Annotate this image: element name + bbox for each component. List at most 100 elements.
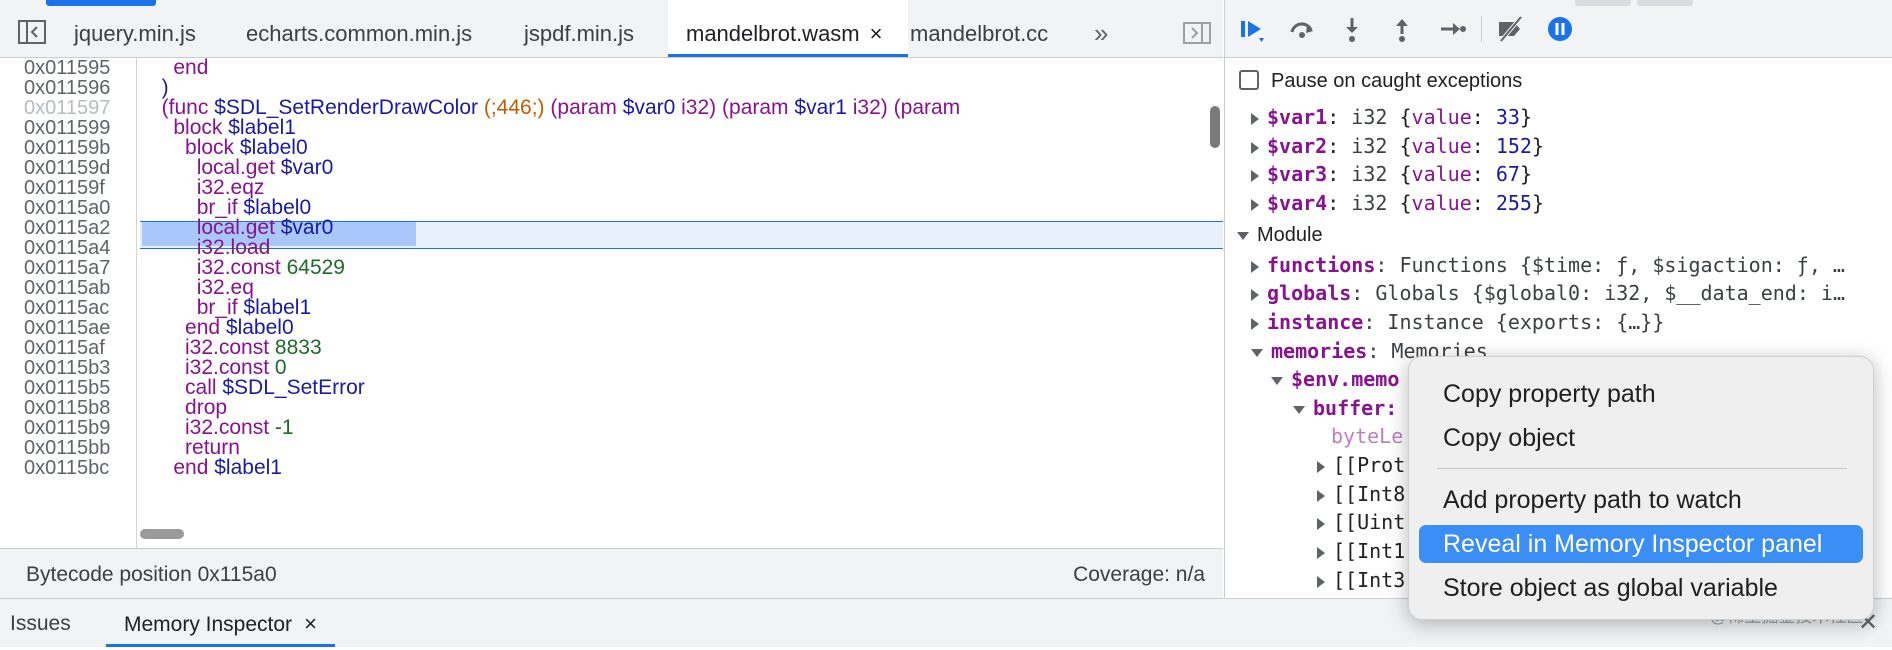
expand-icon[interactable] [1251,198,1259,211]
code-line: i32.const 0 [185,356,287,379]
line-address[interactable]: 0x0115a0 [24,197,111,219]
context-menu: Copy property path Copy object Add prope… [1408,356,1874,620]
more-tabs-icon[interactable]: » [1094,18,1109,48]
scope-var4[interactable]: $var4: i32 {value: 255} [1251,190,1544,216]
expand-icon[interactable] [1317,517,1325,530]
scope-module[interactable]: Module [1237,222,1323,248]
line-address[interactable]: 0x0115ab [24,277,111,299]
horizontal-scrollbar[interactable] [140,529,184,539]
pane-divider[interactable] [1224,0,1225,598]
expand-icon[interactable] [1317,460,1325,473]
menu-item-copy-property-path[interactable]: Copy property path [1443,380,1656,408]
code-line: block $label0 [185,136,308,159]
menu-item-copy-object[interactable]: Copy object [1443,424,1576,452]
menu-item-store-global-variable[interactable]: Store object as global variable [1443,574,1778,602]
scroll-indicator [46,0,156,6]
selection-highlight [142,222,416,246]
expand-icon[interactable] [1317,546,1325,559]
scope-instance[interactable]: instance: Instance {exports: {…}} [1251,309,1664,335]
menu-item-add-to-watch[interactable]: Add property path to watch [1443,486,1742,514]
toggle-debugger-icon[interactable] [1183,22,1211,44]
expand-icon[interactable] [1251,169,1259,182]
line-address[interactable]: 0x0115bc [24,457,110,479]
toggle-navigator-icon[interactable] [18,20,46,44]
line-address[interactable]: 0x011597 [24,97,111,119]
close-tab-icon[interactable]: × [304,611,317,636]
step-out-icon[interactable] [1387,14,1417,44]
expand-icon[interactable] [1251,141,1259,154]
deactivate-breakpoints-icon[interactable] [1495,14,1525,44]
line-address[interactable]: 0x01159b [24,137,111,159]
line-address[interactable]: 0x011596 [24,77,111,99]
editor-tab-bar: jquery.min.js echarts.common.min.js jspd… [0,0,1223,58]
expand-icon[interactable] [1251,288,1259,301]
code-line: ) [150,76,169,99]
line-address[interactable]: 0x0115ae [24,317,111,339]
tab-echarts[interactable]: echarts.common.min.js [246,0,472,57]
line-address[interactable]: 0x0115a2 [24,217,111,239]
scope-child[interactable]: [[Prot [1317,452,1405,478]
tab-label: Memory Inspector [124,613,293,636]
line-address[interactable]: 0x01159d [24,157,111,179]
menu-separator [1437,468,1847,469]
scope-var2[interactable]: $var2: i32 {value: 152} [1251,133,1544,159]
collapse-icon[interactable] [1237,231,1249,240]
line-address[interactable]: 0x0115a4 [24,237,111,259]
pause-on-exceptions-icon[interactable] [1545,14,1575,44]
scope-child[interactable]: [[Int3 [1317,567,1405,593]
expand-icon[interactable] [1317,575,1325,588]
pause-checkbox[interactable] [1239,70,1259,91]
pause-on-caught-exceptions[interactable]: Pause on caught exceptions [1239,68,1522,94]
scope-var1[interactable]: $var1: i32 {value: 33} [1251,104,1532,130]
vertical-scrollbar[interactable] [1210,106,1220,148]
step-into-icon[interactable] [1337,14,1367,44]
scope-child[interactable]: [[Int8 [1317,481,1405,507]
line-address[interactable]: 0x011599 [24,117,111,139]
step-icon[interactable] [1437,14,1467,44]
line-address[interactable]: 0x0115b5 [24,377,111,399]
scope-globals[interactable]: globals: Globals {$global0: i32, $__data… [1251,280,1845,306]
expand-icon[interactable] [1251,317,1259,330]
scope-var3[interactable]: $var3: i32 {value: 67} [1251,161,1532,187]
tab-jquery[interactable]: jquery.min.js [74,0,196,57]
code-line: return [185,436,240,459]
code-line: i32.eq [196,276,254,299]
tab-issues[interactable]: Issues [10,599,71,647]
scope-env-memory[interactable]: $env.memo [1271,366,1399,392]
step-over-icon[interactable] [1287,14,1317,44]
scope-functions[interactable]: functions: Functions {$time: ƒ, $sigacti… [1251,252,1845,278]
expand-icon[interactable] [1251,112,1259,125]
collapse-icon[interactable] [1251,348,1263,357]
line-address[interactable]: 0x0115bb [24,437,111,459]
collapse-icon[interactable] [1271,376,1283,385]
line-address[interactable]: 0x0115af [24,337,105,359]
menu-item-reveal-in-memory-inspector[interactable]: Reveal in Memory Inspector panel [1419,525,1863,563]
line-address[interactable]: 0x0115ac [24,297,110,319]
line-address[interactable]: 0x0115b9 [24,417,111,439]
line-address[interactable]: 0x0115a7 [24,257,111,279]
expand-icon[interactable] [1251,260,1259,273]
scope-child[interactable]: [[Int1 [1317,538,1405,564]
coverage-status[interactable]: Coverage: n/a [1073,563,1205,586]
line-address[interactable]: 0x0115b3 [24,357,111,379]
tab-label: mandelbrot.wasm [686,21,860,46]
tab-mandelbrot-wasm[interactable]: mandelbrot.wasm × [668,0,908,57]
tab-memory-inspector[interactable]: Memory Inspector × [106,599,335,647]
code-editor[interactable]: 0x011595 end 0x011596 ) 0x011597 (func $… [0,58,1223,548]
toolbar-separator [1481,16,1482,42]
line-address[interactable]: 0x011595 [24,58,111,79]
expand-icon[interactable] [1317,489,1325,502]
code-line: i32.load [196,236,271,259]
line-address[interactable]: 0x01159f [24,177,105,199]
close-tab-icon[interactable]: × [869,21,883,46]
scope-child[interactable]: [[Uint [1317,509,1405,535]
collapse-icon[interactable] [1293,405,1305,414]
tab-label: Issues [10,612,71,635]
scope-bytelength[interactable]: byteLe [1331,424,1404,448]
code-line: i32.const -1 [185,416,294,439]
line-address[interactable]: 0x0115b8 [24,397,111,419]
scope-buffer[interactable]: buffer: [1293,395,1397,421]
tab-mandelbrot-cc[interactable]: mandelbrot.cc [910,0,1048,57]
tab-jspdf[interactable]: jspdf.min.js [524,0,634,57]
resume-icon[interactable] [1237,14,1267,44]
